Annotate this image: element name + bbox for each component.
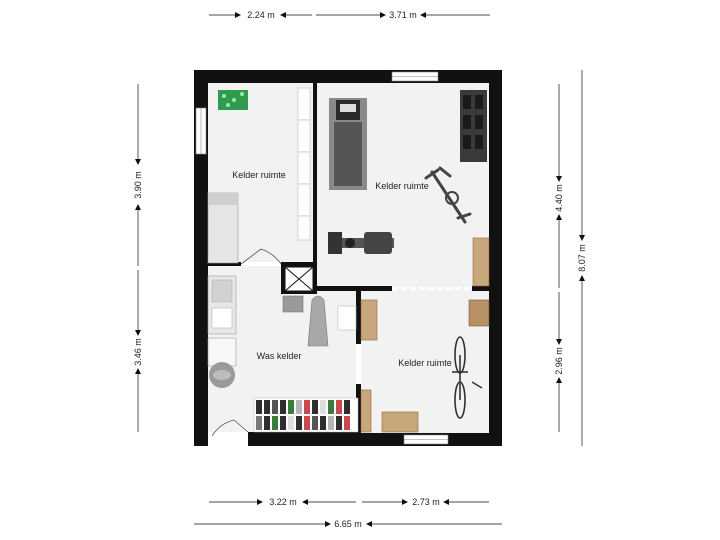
weight-rack — [460, 90, 487, 162]
laundry-basket — [282, 295, 304, 313]
dim-top-right: 3.71 m — [389, 10, 417, 20]
dim-left-upper: 3.90 m — [133, 171, 143, 199]
sink-unit — [207, 275, 237, 335]
windows — [195, 71, 449, 445]
dimension-lines — [135, 12, 585, 527]
side-table — [360, 299, 378, 341]
laundry-shelf — [337, 305, 357, 331]
dim-bottom-total: 6.65 m — [334, 519, 362, 529]
dim-top-left: 2.24 m — [247, 10, 275, 20]
door-swings — [208, 248, 361, 446]
dim-right-lower: 2.96 m — [554, 347, 564, 375]
cabinet — [472, 237, 490, 287]
shoe-rack — [253, 397, 359, 433]
shaft — [284, 266, 314, 292]
exercise-bike — [424, 166, 472, 224]
ironing-board — [307, 295, 329, 347]
treadmill — [329, 98, 367, 190]
dim-right-total: 8.07 m — [577, 244, 587, 272]
room-label-kelder-ruimte-2: Kelder ruimte — [375, 181, 429, 191]
dim-bottom-right: 2.73 m — [412, 497, 440, 507]
room-label-kelder-ruimte-1: Kelder ruimte — [232, 170, 286, 180]
bed — [207, 192, 239, 264]
wall-shelves — [297, 87, 311, 241]
rowing-machine — [328, 232, 394, 254]
dimension-labels: 2.24 m 3.71 m 3.90 m 3.46 m 4.40 m 2.96 … — [133, 10, 587, 529]
dim-left-lower: 3.46 m — [133, 338, 143, 366]
dim-right-upper: 4.40 m — [554, 184, 564, 212]
appliances — [207, 337, 237, 388]
room-label-was-kelder: Was kelder — [257, 351, 302, 361]
room-labels: Kelder ruimte Kelder ruimte Was kelder K… — [232, 170, 452, 368]
storage-box — [468, 299, 490, 327]
green-rug — [218, 90, 248, 110]
bicycle — [452, 336, 483, 419]
room-label-kelder-ruimte-3: Kelder ruimte — [398, 358, 452, 368]
dim-bottom-left: 3.22 m — [269, 497, 297, 507]
desk — [360, 389, 419, 433]
